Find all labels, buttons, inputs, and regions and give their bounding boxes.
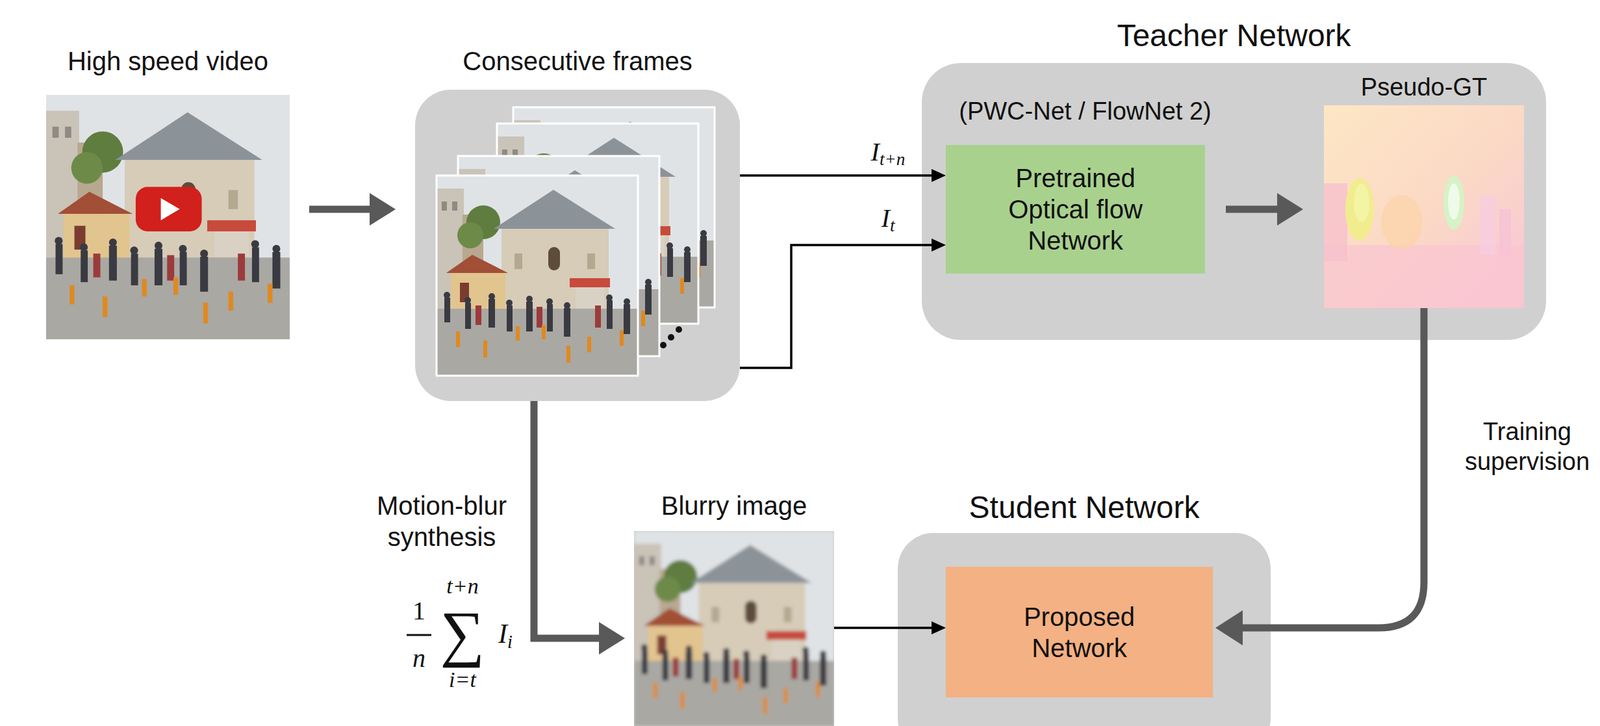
node-heading: Blurry image [471, 489, 997, 521]
connector-line [834, 626, 933, 629]
node-heading: High speed video [0, 45, 453, 77]
text-holder: (PWC-Net / FlowNet 2) [793, 96, 1378, 127]
formula-part: i=t [448, 666, 477, 694]
connector [309, 192, 396, 226]
flow-map-illustration [1323, 105, 1524, 308]
node-label: Proposed Network [982, 600, 1178, 664]
node-heading: Pseudo-GT [1161, 72, 1600, 103]
formula-part: ∑ [440, 602, 485, 665]
edge-label: Motion-blur synthesis [357, 489, 527, 553]
process-box: (PWC-Net / FlowNet 2)Pretrained Optical … [945, 144, 1206, 274]
frames-panel: Consecutive frames [415, 89, 740, 401]
math-symbol: I [498, 618, 508, 649]
text-holder: High speed video [0, 45, 453, 77]
video-image: High speed video [46, 94, 290, 340]
math-subscript: t+n [879, 149, 906, 169]
formula-part: n [412, 642, 426, 674]
node-heading: Student Network [735, 488, 1434, 527]
node-heading: Consecutive frames [252, 45, 903, 77]
label-holder: Motion-blur synthesis [357, 489, 527, 553]
teacher-panel: Teacher Network(PWC-Net / FlowNet 2)Pret… [921, 63, 1547, 340]
label-holder: t+n [446, 572, 479, 600]
edge-label: It [881, 202, 896, 237]
arrow-head [598, 621, 625, 655]
blurry-illustration [634, 530, 835, 726]
video-illustration [46, 94, 290, 340]
text-holder: Consecutive frames [252, 45, 903, 77]
connector [739, 168, 946, 182]
text-holder: Pretrained Optical flow Network [945, 144, 1206, 274]
node-heading: Teacher Network [759, 16, 1600, 55]
node-label: Pretrained Optical flow Network [978, 162, 1174, 256]
text-holder: Teacher Network [759, 16, 1600, 55]
edge-label: Training supervision [1458, 417, 1597, 477]
text-holder: Pseudo-GT [1161, 72, 1600, 103]
label-holder: It+n [871, 136, 906, 171]
arrow-head [369, 192, 396, 226]
flow-image: Pseudo-GT [1323, 105, 1524, 308]
formula-part: Ii [498, 617, 513, 653]
fraction-bar [406, 634, 432, 636]
connector [533, 400, 625, 655]
edge-label: It+n [871, 136, 906, 171]
label-holder: i=t [448, 666, 477, 694]
node-heading: (PWC-Net / FlowNet 2) [793, 96, 1378, 127]
math-subscript: i [507, 631, 513, 652]
label-holder: Training supervision [1458, 417, 1597, 477]
process-box: Proposed Network [945, 566, 1213, 698]
label-holder: It [881, 202, 896, 237]
label-holder: 1 [412, 595, 426, 627]
formula-part: 1 [412, 595, 426, 627]
student-panel: Student NetworkProposed Network [897, 532, 1271, 726]
connector [739, 238, 946, 368]
math-subscript: t [889, 215, 896, 236]
text-holder: Proposed Network [945, 566, 1213, 698]
connector-line [309, 205, 371, 214]
frames-illustration [415, 89, 740, 401]
label-holder: ∑ [440, 602, 485, 665]
blurry-image: Blurry image [634, 530, 835, 726]
math-symbol: I [871, 137, 880, 167]
connector-line [533, 400, 601, 638]
label-holder: Ii [498, 617, 513, 653]
text-holder: Blurry image [471, 489, 997, 521]
connector-line [739, 244, 933, 368]
connector-line [739, 174, 933, 177]
math-symbol: I [881, 203, 890, 233]
label-holder: n [412, 642, 426, 674]
text-holder: Student Network [735, 488, 1434, 527]
formula-part: t+n [446, 572, 479, 600]
connector-line [1225, 205, 1279, 214]
